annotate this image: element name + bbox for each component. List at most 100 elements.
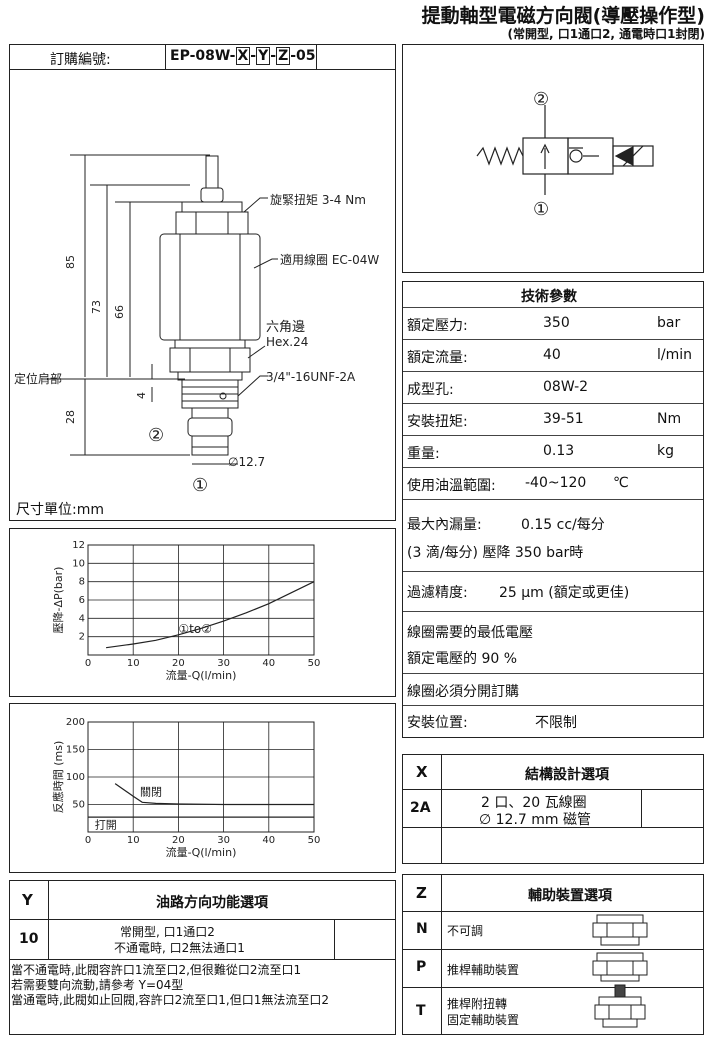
spec-unit: bar xyxy=(657,315,681,331)
y-tick-label: 150 xyxy=(66,745,85,756)
y-tick-label: 2 xyxy=(79,632,85,643)
spec-unit: kg xyxy=(657,443,674,459)
drawing-panel: 訂購編號: EP-08W-X-Y-Z-05 xyxy=(9,44,396,521)
x-tick-label: 50 xyxy=(308,658,321,669)
thread-spec: 3/4"-16UNF-2A xyxy=(266,370,356,384)
dia-label: ∅12.7 xyxy=(228,455,265,469)
x-tick-label: 20 xyxy=(172,835,185,846)
spec-coil-v2: 額定電壓的 90 % xyxy=(407,651,518,667)
spec-unit: l/min xyxy=(657,347,693,363)
torque-note: 旋緊扭矩 3-4 Nm xyxy=(270,193,366,207)
dim-85: 85 xyxy=(64,255,77,269)
z-desc-n: 不可調 xyxy=(447,924,484,938)
x-axis-label: 流量-Q(l/min) xyxy=(166,845,237,859)
nut-icon-n xyxy=(592,914,648,946)
z-desc-t2: 固定輔助裝置 xyxy=(447,1013,520,1027)
order-label: 訂購編號: xyxy=(50,52,111,68)
y-option-line1: 常開型, 口1通口2 xyxy=(120,925,215,939)
spec-coil-order-row: 線圈必須分開訂購 xyxy=(403,674,703,706)
spec-value: 0.13 xyxy=(543,443,575,459)
spec-coil-voltage-row: 線圈需要的最低電壓 額定電壓的 90 % xyxy=(403,612,703,674)
x-option-line1: 2 口、20 瓦線圈 xyxy=(481,795,587,811)
y-axis-label: 壓降-ΔP(bar) xyxy=(51,567,65,634)
x-tick-label: 50 xyxy=(308,835,321,846)
spec-unit: Nm xyxy=(657,411,682,427)
order-row: 訂購編號: EP-08W-X-Y-Z-05 xyxy=(10,45,395,70)
z-desc-t1: 推桿附扭轉 xyxy=(447,997,508,1011)
spec-value: -40~120 xyxy=(525,475,587,491)
z-header-title: 輔助裝置選項 xyxy=(528,888,612,904)
symbol-port1: ① xyxy=(533,199,549,220)
y-header-code: Y xyxy=(22,891,33,909)
x-option-code: 2A xyxy=(410,800,431,816)
x-header-title: 結構設計選項 xyxy=(525,767,609,783)
x-tick-label: 10 xyxy=(127,835,140,846)
x-tick-label: 40 xyxy=(262,835,275,846)
unit-label: 尺寸單位:mm xyxy=(16,502,104,518)
coil-note: 適用線圈 EC-04W xyxy=(280,252,379,267)
order-code-suffix: -05 xyxy=(290,48,316,64)
spec-filter-label: 過濾精度: xyxy=(407,585,468,601)
order-code-y: Y xyxy=(256,47,271,65)
page-title: 提動軸型電磁方向閥(導壓操作型) xyxy=(421,5,705,27)
spec-value: 39-51 xyxy=(543,411,584,427)
order-code-sep: - xyxy=(250,48,257,64)
y-tick-label: 200 xyxy=(66,717,85,728)
page-subtitle: (常開型, 口1通口2, 通電時口1封閉) xyxy=(507,27,706,41)
x-tick-label: 30 xyxy=(217,658,230,669)
series-line xyxy=(105,581,315,649)
y-note-2: 若需要雙向流動,請參考 Y=04型 xyxy=(11,978,184,992)
order-code-prefix: EP-08W- xyxy=(170,48,236,64)
locate-label: 定位肩部 xyxy=(14,371,62,386)
x-tick-label: 40 xyxy=(262,658,275,669)
spec-row: 重量: 0.13 kg xyxy=(403,436,703,468)
dim-73: 73 xyxy=(90,300,103,314)
spec-unit: ℃ xyxy=(613,475,629,491)
y-axis-label: 反應時間 (ms) xyxy=(51,741,65,814)
spec-label: 成型孔: xyxy=(407,382,454,398)
x-tick-label: 0 xyxy=(85,658,91,669)
spec-filter-value: 25 μm (額定或更佳) xyxy=(499,585,630,601)
order-code-sep: - xyxy=(270,48,277,64)
adjuster-icons xyxy=(592,914,648,1028)
spec-label: 重量: xyxy=(407,446,440,462)
y-tick-label: 4 xyxy=(79,613,85,624)
y-option-code: 10 xyxy=(19,931,39,947)
hydraulic-symbol: ② ① xyxy=(476,89,654,220)
dim-4: 4 xyxy=(135,392,148,399)
hex-size: Hex.24 xyxy=(266,335,308,349)
spec-coil-v1: 線圈需要的最低電壓 xyxy=(407,625,533,641)
spec-label: 使用油溫範圍: xyxy=(407,478,496,494)
y-tick-label: 50 xyxy=(72,800,85,811)
spec-mount-label: 安裝位置: xyxy=(407,715,468,731)
y-tick-label: 12 xyxy=(72,540,85,551)
z-code-t: T xyxy=(416,1003,426,1019)
dim-66: 66 xyxy=(113,305,126,319)
spec-value: 350 xyxy=(543,315,570,331)
x-axis-label: 流量-Q(l/min) xyxy=(166,668,237,682)
series-line xyxy=(114,783,314,806)
y-tick-label: 10 xyxy=(72,558,85,569)
spec-value: 08W-2 xyxy=(543,379,589,395)
x-tick-label: 30 xyxy=(217,835,230,846)
y-tick-label: 6 xyxy=(79,595,85,606)
spec-filter-row: 過濾精度: 25 μm (額定或更佳) xyxy=(403,572,703,612)
spec-value: 40 xyxy=(543,347,561,363)
y-note-3: 當通電時,此閥如止回閥,容許口2流至口1,但口1無法流至口2 xyxy=(11,993,329,1007)
port1-label: ① xyxy=(192,475,208,496)
spec-row: 成型孔: 08W-2 xyxy=(403,372,703,404)
z-code-p: P xyxy=(416,959,427,975)
x-tick-label: 0 xyxy=(85,835,91,846)
x-header-code: X xyxy=(416,763,428,781)
spec-coil-order: 線圈必須分開訂購 xyxy=(407,684,519,700)
specs-title-row: 技術參數 xyxy=(403,282,703,308)
spec-leak-value: 0.15 cc/每分 xyxy=(521,517,605,533)
spec-row: 使用油溫範圍: -40~120 ℃ xyxy=(403,468,703,500)
spec-leak-row: 最大內漏量: 0.15 cc/每分 (3 滴/每分) 壓降 350 bar時 xyxy=(403,500,703,572)
